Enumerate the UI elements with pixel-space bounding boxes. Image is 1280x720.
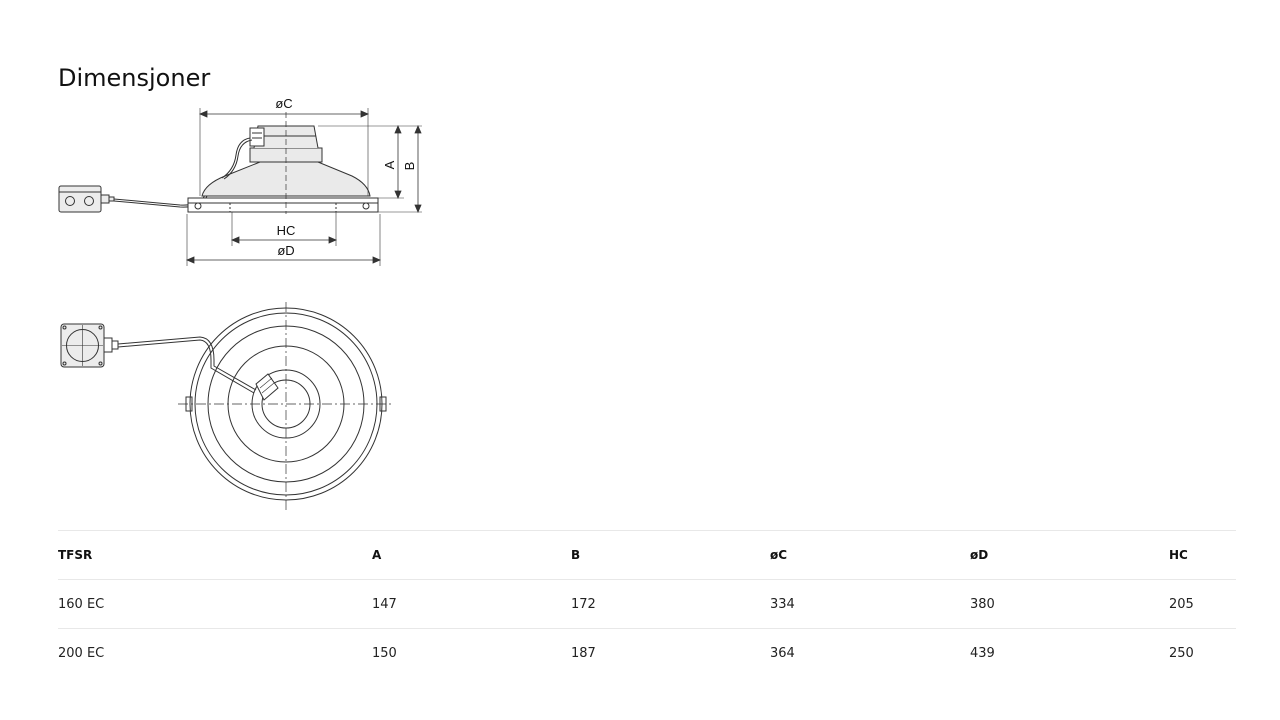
base-flange xyxy=(187,197,379,213)
cell-b: 172 xyxy=(571,579,770,629)
header-b: B xyxy=(571,530,770,580)
technical-drawing: øC A B HC øD xyxy=(58,96,422,512)
header-od: øD xyxy=(970,530,1169,580)
junction-box-side xyxy=(58,185,102,213)
cell-oc: 364 xyxy=(770,628,970,677)
cable-top xyxy=(117,336,257,391)
dim-label-a: A xyxy=(382,160,397,169)
cell-model: 160 EC xyxy=(58,579,372,629)
table-row: 160 EC 147 172 334 380 205 xyxy=(58,579,1236,629)
dim-label-b: B xyxy=(402,162,417,171)
header-hc: HC xyxy=(1169,530,1236,580)
cell-hc: 205 xyxy=(1169,579,1236,629)
header-oc: øC xyxy=(770,530,970,580)
side-dimensions xyxy=(185,108,422,266)
cell-model: 200 EC xyxy=(58,628,372,677)
cell-hc: 250 xyxy=(1169,628,1236,677)
cell-b: 187 xyxy=(571,628,770,677)
dim-label-oc: øC xyxy=(275,96,292,111)
table-header-row: TFSR A B øC øD HC xyxy=(58,530,1236,580)
cell-od: 380 xyxy=(970,579,1169,629)
dim-label-hc: HC xyxy=(277,223,296,238)
dim-label-od: øD xyxy=(277,243,294,258)
header-tfsr: TFSR xyxy=(58,530,372,580)
dimensions-table-wrap: TFSR A B øC øD HC 160 EC 147 172 334 380… xyxy=(58,530,1236,677)
side-view xyxy=(58,112,379,214)
table-row: 200 EC 150 187 364 439 250 xyxy=(58,628,1236,677)
header-a: A xyxy=(372,530,571,580)
cell-od: 439 xyxy=(970,628,1169,677)
cell-oc: 334 xyxy=(770,579,970,629)
top-view xyxy=(60,302,394,512)
dimensions-table: TFSR A B øC øD HC 160 EC 147 172 334 380… xyxy=(58,530,1236,677)
cell-a: 147 xyxy=(372,579,571,629)
page-title: Dimensjoner xyxy=(58,64,211,92)
cell-a: 150 xyxy=(372,628,571,677)
